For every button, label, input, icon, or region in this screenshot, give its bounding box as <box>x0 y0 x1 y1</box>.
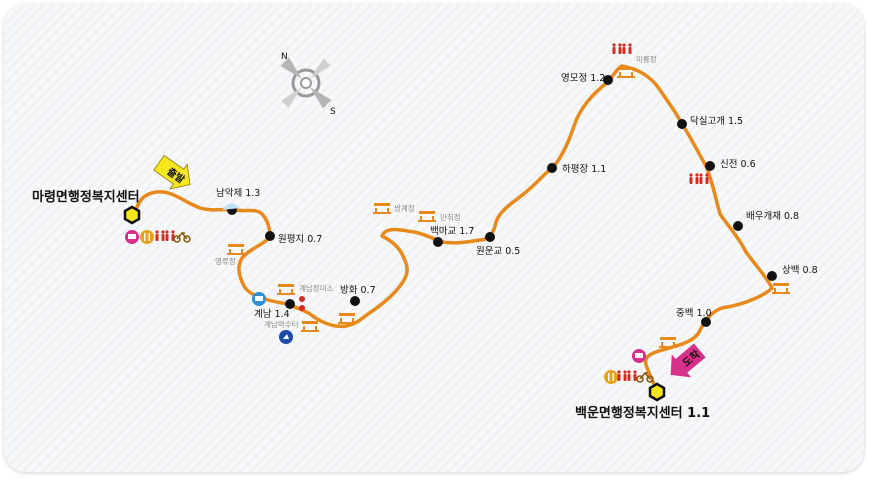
stop-baeugaejae <box>733 221 743 231</box>
pavilion-ssanggyejeong-label: 쌍계정 <box>394 203 415 213</box>
stop-wonpyeongji-label: 원평지 0.7 <box>278 234 322 245</box>
map-canvas: N S 출발 마령면행정복지센터 남악제 1.3 원평지 0.7 영류정 계남 … <box>4 4 864 472</box>
stop-gyenam <box>285 299 295 309</box>
stop-sangbaek <box>767 271 777 281</box>
trail-map: N S 출발 마령면행정복지센터 남악제 1.3 원평지 0.7 영류정 계남 … <box>4 4 864 472</box>
stop-wonungyo-label: 원운교 0.5 <box>476 246 520 257</box>
pavilion-miryujeong-label: 미륭정 <box>636 54 657 64</box>
start-label: 마령면행정복지센터 <box>32 189 140 205</box>
bus-stop-icon <box>125 230 139 244</box>
compass-icon: N S <box>280 52 336 117</box>
start-badge: 출발 <box>153 154 191 190</box>
trail-route <box>132 64 774 394</box>
bus-stop-icon <box>632 349 646 363</box>
stop-daksilgogae <box>677 119 687 129</box>
stop-sinjeon <box>705 161 715 171</box>
stop-sangbaek-label: 상백 0.8 <box>782 265 818 276</box>
site-marker <box>299 305 305 311</box>
stop-namakje-label: 남악제 1.3 <box>216 187 260 199</box>
end-badge: 도착 <box>670 343 706 378</box>
end-marker <box>648 382 666 402</box>
start-marker <box>123 205 141 225</box>
stop-hapyeongjang <box>547 163 557 173</box>
reservoir <box>222 203 240 210</box>
stop-banghwa <box>350 296 360 306</box>
compass-n-label: N <box>281 52 288 62</box>
pavilion-gyenamyaksuteo-label: 계남약수터 <box>264 319 299 329</box>
end-label: 백운면행정복지센터 1.1 <box>575 405 710 421</box>
restaurant-icon <box>140 230 154 244</box>
stop-baengmagyo <box>433 237 443 247</box>
stop-baeugaejae-label: 배우개재 0.8 <box>746 211 799 222</box>
stop-jungbaek-label: 중백 1.0 <box>676 308 712 319</box>
stop-baengmagyo-label: 백마교 1.7 <box>430 226 474 237</box>
stop-banghwa-label: 방화 0.7 <box>340 285 376 296</box>
pavilion-gyenamjeongmiso-label: 계남정미소 <box>299 283 334 293</box>
stop-gyenam-label: 계남 1.4 <box>254 308 290 320</box>
compass-s-label: S <box>330 107 336 117</box>
bus-stop-icon <box>252 292 266 306</box>
pavilion-yeongryujeong-label: 영류정 <box>215 256 236 266</box>
pavilion-manchwijeong-label: 만취정 <box>440 212 461 222</box>
bike-icon <box>636 371 654 383</box>
site-marker <box>299 296 305 302</box>
stop-sinjeon-label: 신전 0.6 <box>720 159 756 170</box>
stop-daksilgogae-label: 닥실고개 1.5 <box>690 116 743 127</box>
restaurant-icon <box>604 370 618 384</box>
stop-wonpyeongji <box>265 231 275 241</box>
stop-hapyeongjang-label: 하평장 1.1 <box>562 163 606 175</box>
stop-yeongmojeong-label: 영모정 1.2 <box>561 73 605 84</box>
water-fountain-icon <box>279 330 293 344</box>
bike-icon <box>173 231 191 243</box>
stop-wonungyo <box>485 232 495 242</box>
